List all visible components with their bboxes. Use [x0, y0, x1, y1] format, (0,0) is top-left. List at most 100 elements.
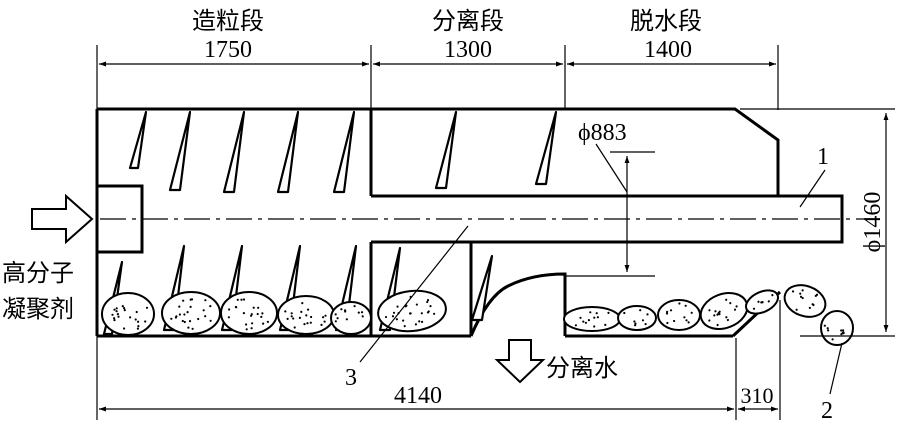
floc-dot [170, 317, 173, 320]
floc-dot [589, 311, 592, 314]
floc [161, 291, 221, 335]
floc-dot [716, 323, 719, 327]
shaft-bottom-edge [371, 194, 844, 244]
floc-dot [683, 316, 686, 319]
floc-dot [799, 295, 803, 298]
floc-dot [665, 312, 669, 315]
floc-dot [209, 305, 212, 308]
floc-dot [189, 298, 192, 301]
floc-dot [256, 312, 259, 316]
floc-dot [669, 309, 673, 312]
floc-dot [690, 311, 693, 314]
floc-dot [840, 329, 843, 332]
floc-dot [303, 323, 306, 326]
floc-dot [593, 316, 596, 319]
section-title-dewatering: 脱水段 [630, 7, 702, 35]
floc-dot [188, 320, 192, 323]
water-outlet-arrow-icon [494, 339, 546, 384]
floc-dot [604, 323, 607, 326]
dim-granulation-length: 1750 [204, 37, 252, 63]
floc-dot [391, 315, 395, 318]
floc-dot [360, 311, 364, 314]
floc-dot [181, 319, 184, 323]
floc-dot [429, 305, 432, 308]
blade [168, 110, 192, 192]
floc-dot [595, 312, 598, 315]
floc-dot [115, 310, 118, 313]
floc-dot [714, 310, 717, 313]
floc-dot [687, 321, 690, 324]
leader-883 [595, 143, 628, 193]
floc-dot [842, 332, 845, 335]
floc-dot [250, 313, 253, 316]
dim-outlet-length: 310 [741, 383, 774, 408]
floc-dot [197, 317, 200, 321]
floc-dot [204, 299, 207, 302]
floc-dot [717, 312, 720, 315]
floc-dot [191, 327, 194, 330]
floc-dot [186, 311, 189, 314]
floc-dot [684, 304, 687, 307]
floc-dot [178, 305, 181, 308]
floc-dot [301, 302, 304, 305]
floc [220, 291, 278, 335]
blade [434, 110, 458, 190]
floc-dot [418, 320, 421, 323]
floc-dot [305, 314, 308, 317]
floc-dot [735, 305, 738, 308]
floc-dot [334, 313, 337, 316]
floc-dot [678, 302, 681, 305]
floc-dot [123, 307, 126, 310]
flocs [101, 284, 854, 346]
floc [617, 305, 657, 331]
floc-dot [842, 329, 845, 332]
floc-dot [134, 318, 137, 321]
floc-dot [113, 308, 116, 311]
floc-dot [641, 319, 645, 322]
dim-outer-diameter: ϕ1460 [860, 192, 886, 253]
bottom-dimension-group: 4140 310 [96, 300, 781, 420]
part-label-2: 2 [821, 398, 833, 424]
section-title-separation: 分离段 [432, 7, 504, 35]
floc-dot [361, 315, 364, 318]
leader-part-2 [829, 342, 843, 395]
floc-dot [252, 306, 255, 309]
floc-dot [344, 310, 347, 313]
floc-dot [320, 323, 323, 326]
floc-dot [300, 310, 303, 313]
floc-dot [178, 313, 181, 316]
floc-dot [408, 312, 412, 315]
leader-part-3 [359, 225, 469, 363]
floc [783, 284, 827, 318]
floc-dot [236, 298, 239, 301]
floc-dot [121, 305, 124, 308]
floc-dot [204, 315, 207, 318]
floc-dot [113, 317, 116, 320]
floc-dot [242, 298, 246, 301]
floc-dot [292, 317, 295, 320]
floc-dot [137, 320, 140, 323]
floc-dot [309, 321, 312, 324]
floc-dot [666, 310, 669, 313]
floc-dot [814, 294, 817, 297]
floc-dot [685, 319, 688, 322]
floc-dot [767, 300, 770, 303]
floc-dot [245, 328, 248, 331]
floc-dot [725, 298, 728, 301]
floc-dot [634, 324, 637, 327]
floc-dot [290, 315, 293, 318]
floc-dot [713, 314, 716, 317]
floc [699, 292, 749, 330]
floc-dot [240, 298, 243, 301]
floc-dot [286, 317, 289, 320]
floc-dot [708, 319, 711, 322]
floc-dot [761, 301, 764, 304]
floc-dot [307, 308, 310, 311]
floc-dot [116, 313, 119, 316]
inlet-label-line2: 凝聚剂 [2, 295, 74, 323]
floc-dot [135, 310, 138, 314]
floc-dot [284, 310, 287, 313]
floc-dot [250, 327, 253, 330]
floc-dot [808, 306, 811, 309]
floc-dot [353, 305, 356, 308]
